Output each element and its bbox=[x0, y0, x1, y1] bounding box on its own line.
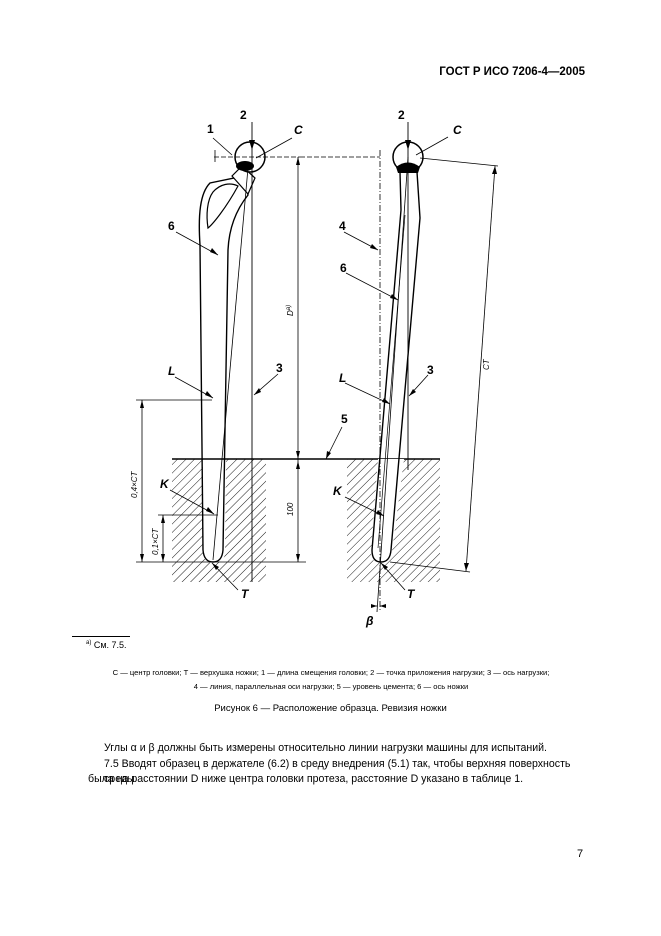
label-l-left: L bbox=[168, 364, 175, 378]
stem-outline-right bbox=[371, 171, 421, 563]
page-number: 7 bbox=[577, 848, 584, 860]
label-1-left: 1 bbox=[207, 122, 214, 136]
label-l-right: L bbox=[339, 371, 346, 385]
figure-caption: Рисунок 6 — Расположение образца. Ревизи… bbox=[214, 703, 447, 714]
left-diagram: 1 2 C 6 L 3 5 K T Da) 100 0,4×CT 0,1×CT bbox=[130, 108, 440, 601]
label-t-right: T bbox=[407, 587, 416, 601]
load-arrow-right bbox=[405, 140, 411, 150]
footnote-text: См. 7.5. bbox=[93, 640, 127, 650]
dim-01ct-text: 0,1×CT bbox=[151, 527, 160, 555]
paragraph-7-5-line1: 7.5 Вводят образец в держателе (6.2) в с… bbox=[104, 758, 571, 785]
label-6-right: 6 bbox=[340, 261, 347, 275]
stem-cavity-right bbox=[371, 459, 404, 563]
figure-specimen-positioning: 1 2 C 6 L 3 5 K T Da) 100 0,4×CT 0,1×CT bbox=[130, 108, 499, 628]
label-k-right: K bbox=[333, 484, 343, 498]
dim-ct-text: CT bbox=[482, 358, 491, 370]
stem-axis-right bbox=[376, 156, 409, 613]
legend-line-2: 4 — линия, параллельная оси нагрузки; 5 … bbox=[193, 682, 469, 691]
stem-window-left bbox=[206, 183, 239, 230]
stem-axis-left bbox=[212, 167, 249, 561]
label-2-left: 2 bbox=[240, 108, 247, 122]
label-5-left: 5 bbox=[341, 412, 348, 426]
load-arrow-left bbox=[249, 140, 255, 150]
head-taper-left bbox=[236, 161, 254, 171]
stem-cavity-left bbox=[203, 459, 226, 563]
label-c-right: C bbox=[453, 123, 462, 137]
dim-ct-line bbox=[465, 165, 496, 572]
document-id: ГОСТ Р ИСО 7206-4—2005 bbox=[439, 66, 585, 78]
label-2-right: 2 bbox=[398, 108, 405, 122]
label-4-right: 4 bbox=[339, 219, 346, 233]
paragraph-7-5-line2: была на расстоянии D ниже центра головки… bbox=[88, 773, 524, 785]
footnote-rule bbox=[72, 636, 130, 637]
legend-line-1: C — центр головки; T — верхушка ножки; 1… bbox=[112, 668, 550, 677]
dim-d-text: Da) bbox=[286, 305, 295, 316]
dim-04ct-text: 0,4×CT bbox=[130, 470, 139, 498]
label-beta-right: β bbox=[365, 614, 374, 628]
label-3-right: 3 bbox=[427, 363, 434, 377]
paragraph-angles: Углы α и β должны быть измерены относите… bbox=[104, 742, 547, 754]
label-k-left: K bbox=[160, 477, 170, 491]
label-t-left: T bbox=[241, 587, 250, 601]
label-6-left: 6 bbox=[168, 219, 175, 233]
label-c-left: C bbox=[294, 123, 303, 137]
label-3-left: 3 bbox=[276, 361, 283, 375]
dim-100-text: 100 bbox=[286, 502, 295, 516]
right-diagram: 2 C 4 6 L 3 K T β CT bbox=[300, 108, 499, 628]
footnote: a) См. 7.5. bbox=[86, 640, 127, 650]
footnote-mark: a) bbox=[86, 640, 92, 646]
